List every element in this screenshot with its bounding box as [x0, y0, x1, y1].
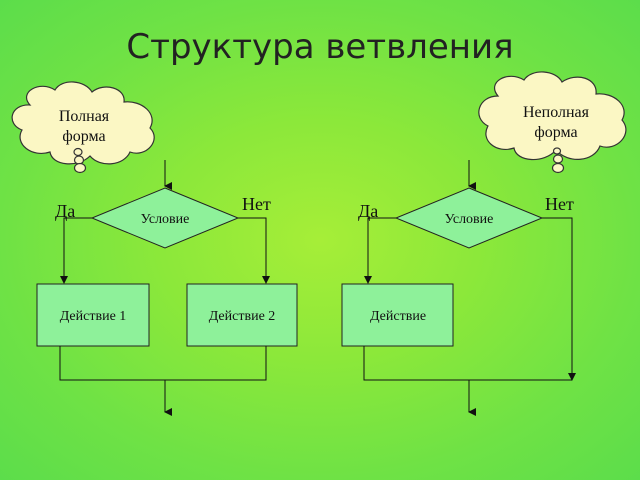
- left-yes-branch: [63, 217, 92, 283]
- right-yes-branch: [367, 217, 396, 283]
- right-no-label: Нет: [545, 194, 574, 214]
- right-no-arrowhead: [568, 373, 576, 381]
- left-action1-box: [36, 283, 150, 347]
- right-merge-line: [363, 346, 572, 381]
- left-yes-label: Да: [55, 201, 75, 221]
- left-action1-label: Действие 1: [60, 309, 127, 324]
- left-action2-label: Действие 2: [209, 309, 276, 324]
- incomplete-form-label-line2: форма: [534, 124, 577, 141]
- left-no-branch: [238, 217, 267, 283]
- full-form-label-line2: форма: [62, 128, 105, 145]
- full-form-label-line1: Полная: [59, 108, 110, 125]
- right-no-branch: [542, 217, 573, 380]
- right-yes-label: Да: [358, 201, 378, 221]
- full-form-diagram: Полная форма Условие Да Нет Действие 1 Д…: [11, 81, 298, 416]
- left-condition-label: Условие: [141, 212, 190, 227]
- right-action-box: [341, 283, 454, 347]
- left-no-arrowhead: [262, 276, 270, 284]
- right-yes-arrowhead: [364, 276, 372, 284]
- right-condition-diamond: [394, 187, 544, 249]
- left-yes-arrowhead: [60, 276, 68, 284]
- full-form-cloud: Полная форма: [11, 81, 155, 174]
- left-merge-line: [59, 346, 267, 381]
- page-title: Структура ветвления: [126, 27, 513, 67]
- incomplete-form-cloud: Неполная форма: [478, 71, 627, 174]
- incomplete-form-label-line1: Неполная: [523, 104, 590, 121]
- left-no-label: Нет: [242, 194, 271, 214]
- right-action-label: Действие: [370, 309, 426, 324]
- left-condition-diamond: [90, 187, 240, 249]
- right-condition-label: Условие: [445, 212, 494, 227]
- incomplete-form-diagram: Неполная форма Условие Да Нет Действие: [341, 71, 627, 416]
- left-action2-box: [186, 283, 298, 347]
